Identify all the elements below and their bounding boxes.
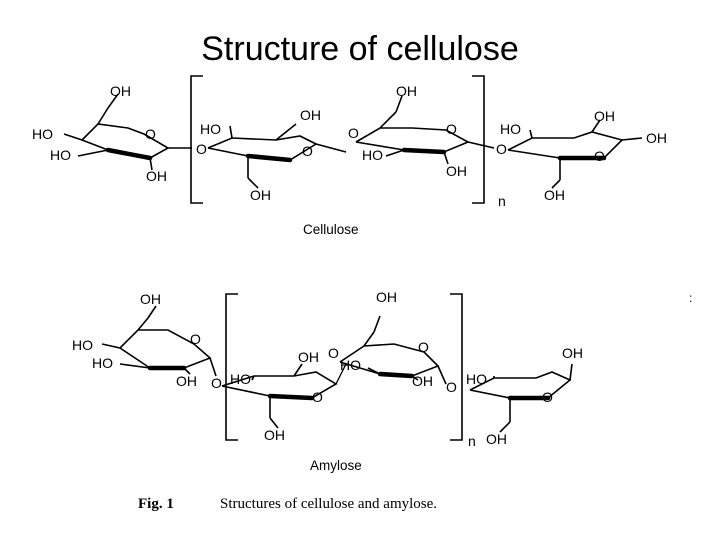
amylose-r2-ho-label: HO [230,371,251,387]
cellulose-r2-ring-oxygen: O [302,143,313,159]
amylose-repeat-n: n [468,433,476,449]
amylose-r4-oh-label: OH [562,345,583,361]
cellulose-r1-oh-label: OH [146,168,167,184]
amylose-r4-ring-oxygen: O [542,389,553,405]
cellulose-caption: Cellulose [303,222,359,237]
amylose-r1-oh-label: OH [176,373,197,389]
amylose-link-oxygen-3: O [446,379,457,395]
cellulose-link-oxygen-2: O [348,125,359,141]
cellulose-r4-ring-oxygen: O [594,148,605,164]
cellulose-link-oxygen-3: O [496,141,507,157]
amylose-r4-ho-label: HO [466,371,487,387]
slide-title: Structure of cellulose [201,30,519,68]
amylose-link-oxygen-1: O [211,375,222,391]
amylose-ring-2: HO OH OH O [221,349,347,443]
cellulose-ring-4: HO OH OH OH O [500,108,667,203]
cellulose-repeat-n: n [498,193,506,209]
amylose-r1-ch2oh-label: OH [140,291,161,307]
figure-label: Fig. 1 [138,496,174,512]
amylose-r3-ch2oh-label: OH [376,289,397,305]
cellulose-r3-ring-oxygen: O [446,121,457,137]
amylose-r3-oh-label: OH [412,373,433,389]
cellulose-ring-2: HO OH OH O [200,107,347,203]
amylose-r2-ring-oxygen: O [312,389,323,405]
figure-caption: Fig. 1 Structures of cellulose and amylo… [138,496,437,512]
amylose-link-oxygen-2: O [328,345,339,361]
amylose-caption: Amylose [310,458,362,473]
amylose-structure: OH HO HO OH O O HO OH OH O [72,289,583,473]
amylose-r3-ho-label: HO [340,357,361,373]
cellulose-ring-3: OH HO OH O [355,83,495,179]
cellulose-r4-oh-right-label: OH [646,130,667,146]
cellulose-ring-1: OH HO HO OH O [32,83,192,184]
amylose-r3-ring-oxygen: O [418,339,429,355]
cellulose-structure: OH HO HO OH O O HO OH OH O [32,75,667,237]
amylose-r2-ch2oh-label: OH [264,427,285,443]
cellulose-r1-ho-top-label: HO [32,126,53,142]
amylose-ring-3: OH HO OH O [339,289,447,389]
cellulose-r2-ho-label: HO [200,121,221,137]
cellulose-r4-ch2oh-label: OH [544,187,565,203]
cellulose-r2-oh-label: OH [300,107,321,123]
amylose-r4-ch2oh-label: OH [486,431,507,447]
amylose-r1-ho-top-label: HO [72,337,93,353]
amylose-r1-ho-bottom-label: HO [92,355,113,371]
amylose-right-bracket [450,293,463,441]
amylose-left-bracket [225,293,238,441]
cellulose-r3-oh-label: OH [446,163,467,179]
cellulose-r3-ch2oh-label: OH [396,83,417,99]
cellulose-r4-ho-label: HO [500,121,521,137]
cellulose-r3-ho-label: HO [362,147,383,163]
cellulose-r4-oh-top-label: OH [594,108,615,124]
cellulose-r2-ch2oh-label: OH [250,187,271,203]
cellulose-r1-ring-oxygen: O [145,126,156,142]
amylose-r2-oh-label: OH [298,349,319,365]
stray-mark: : [689,291,692,305]
amylose-r1-ring-oxygen: O [190,331,201,347]
cellulose-right-bracket [472,75,485,204]
cellulose-r1-ho-bottom-label: HO [50,147,71,163]
figure-caption-text: Structures of cellulose and amylose. [220,496,437,512]
amylose-ring-1: OH HO HO OH O [72,291,217,389]
amylose-ring-4: HO OH OH O [466,345,583,447]
cellulose-left-bracket [190,75,203,204]
cellulose-r1-ch2oh-label: OH [110,83,131,99]
cellulose-link-oxygen-1: O [196,141,207,157]
